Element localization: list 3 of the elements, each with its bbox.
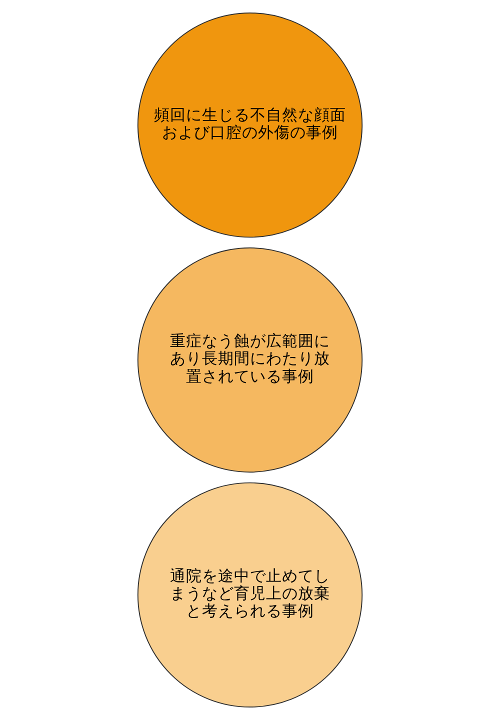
node-circle: 重症なう蝕が広範囲にあり長期間にわたり放置されている事例 xyxy=(136,247,362,473)
node-circle: 頻回に生じる不自然な顔面および口腔の外傷の事例 xyxy=(136,12,362,238)
node-circle: 通院を途中で止めてしまうなど育児上の放棄と考えられる事例 xyxy=(136,482,362,708)
